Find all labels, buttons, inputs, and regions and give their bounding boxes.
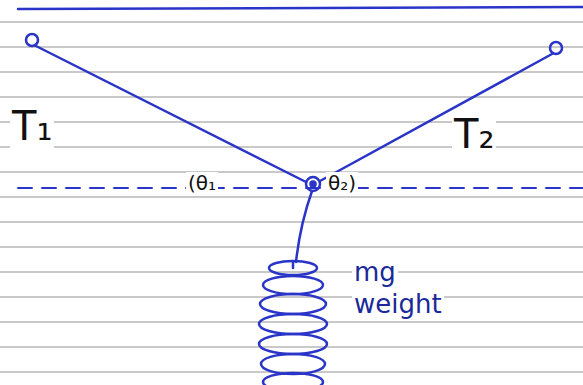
force-label: mg xyxy=(352,258,398,287)
angle-label: (θ₁ xyxy=(186,172,218,194)
notebook-rules xyxy=(0,22,583,372)
rope-right xyxy=(320,54,552,181)
tension-label: T₁ xyxy=(10,104,54,148)
rope-left xyxy=(36,46,306,182)
angle-label: θ₂) xyxy=(326,172,358,194)
ceiling xyxy=(18,7,583,9)
horizontal-reference xyxy=(18,187,583,189)
knot xyxy=(306,177,320,191)
knot-center xyxy=(311,182,316,187)
tension-label: T₂ xyxy=(452,112,496,156)
right-anchor xyxy=(550,42,562,54)
weight-coil xyxy=(259,261,327,385)
left-anchor xyxy=(26,34,38,46)
force-label: weight xyxy=(352,290,444,319)
hanging-string xyxy=(296,191,312,262)
